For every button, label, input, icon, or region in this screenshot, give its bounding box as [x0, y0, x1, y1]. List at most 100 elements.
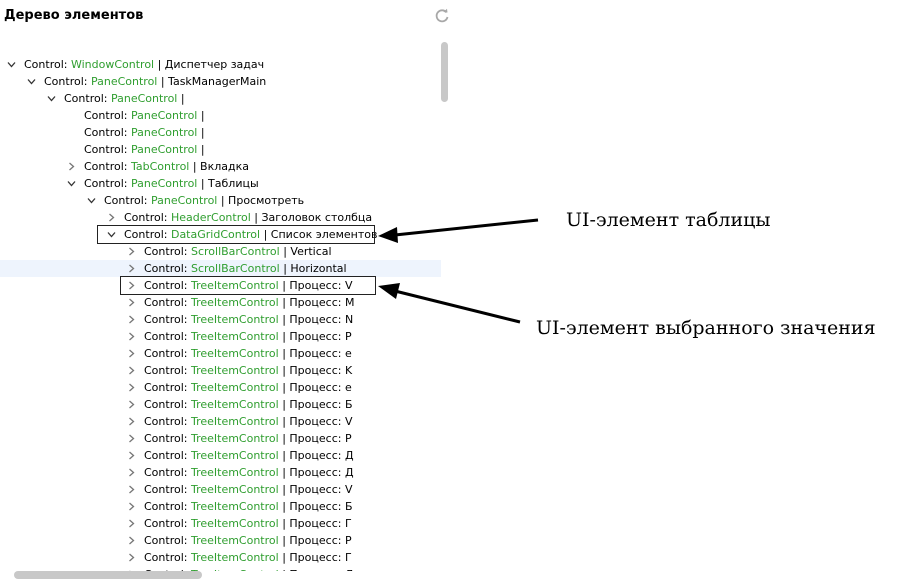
- chevron-right-icon[interactable]: [127, 468, 136, 477]
- arrowhead-value-icon: [378, 283, 400, 299]
- chevron-right-icon[interactable]: [127, 434, 136, 443]
- tree-row[interactable]: Control: TreeItemControl | Процесс: N: [0, 311, 441, 328]
- tree-row[interactable]: Control: TreeItemControl | Процесс: P: [0, 430, 441, 447]
- chevron-right-icon[interactable]: [127, 264, 136, 273]
- tree-row[interactable]: Control: ScrollBarControl | Horizontal: [0, 260, 441, 277]
- tree-row[interactable]: Control: HeaderControl | Заголовок столб…: [0, 209, 441, 226]
- control-name: | Процесс: Д: [278, 449, 354, 462]
- control-type: TreeItemControl: [190, 466, 279, 479]
- chevron-right-icon[interactable]: [67, 162, 76, 171]
- tree-row[interactable]: Control: TreeItemControl | Процесс: P: [0, 532, 441, 549]
- control-name: | Процесс: Д: [279, 568, 353, 571]
- tree-row[interactable]: Control: TreeItemControl | Процесс: Д: [0, 566, 441, 571]
- tree-row[interactable]: Control: TreeItemControl | Процесс: Г: [0, 515, 441, 532]
- tree-row[interactable]: Control: PaneControl |: [0, 107, 441, 124]
- control-type: TreeItemControl: [191, 568, 279, 571]
- tree-row[interactable]: Control: WindowControl | Диспетчер задач: [0, 56, 441, 73]
- chevron-down-icon[interactable]: [27, 77, 36, 86]
- tree-row[interactable]: Control: ScrollBarControl | Vertical: [0, 243, 441, 260]
- arrowhead-table-icon: [378, 227, 398, 243]
- tree-row-label: Control: PaneControl | Таблицы: [84, 175, 259, 192]
- tree-row[interactable]: Control: PaneControl | TaskManagerMain: [0, 73, 441, 90]
- chevron-down-icon[interactable]: [7, 60, 16, 69]
- control-type: TabControl: [130, 160, 190, 173]
- chevron-right-icon[interactable]: [127, 502, 136, 511]
- tree-row[interactable]: Control: DataGridControl | Список элемен…: [0, 226, 441, 243]
- control-prefix: Control:: [144, 279, 191, 292]
- chevron-right-icon[interactable]: [127, 383, 136, 392]
- tree-row[interactable]: Control: TreeItemControl | Процесс: e: [0, 379, 441, 396]
- chevron-right-icon[interactable]: [127, 485, 136, 494]
- chevron-right-icon[interactable]: [127, 281, 136, 290]
- chevron-right-icon[interactable]: [127, 536, 136, 545]
- tree-row[interactable]: Control: TabControl | Вкладка: [0, 158, 441, 175]
- tree-row[interactable]: Control: TreeItemControl | Процесс: P: [0, 328, 441, 345]
- control-prefix: Control:: [144, 398, 191, 411]
- tree-row-label: Control: TabControl | Вкладка: [84, 158, 249, 175]
- chevron-down-icon[interactable]: [87, 196, 96, 205]
- chevron-right-icon[interactable]: [127, 349, 136, 358]
- chevron-right-icon[interactable]: [127, 417, 136, 426]
- vertical-scrollbar-thumb[interactable]: [441, 42, 448, 102]
- control-type: ScrollBarControl: [190, 245, 280, 258]
- tree-row[interactable]: Control: TreeItemControl | Процесс: Д: [0, 464, 441, 481]
- control-prefix: Control:: [144, 415, 191, 428]
- panel-title: Дерево элементов: [4, 8, 144, 23]
- tree-row[interactable]: Control: TreeItemControl | Процесс: M: [0, 294, 441, 311]
- control-type: TreeItemControl: [190, 398, 279, 411]
- control-prefix: Control:: [144, 432, 191, 445]
- chevron-right-icon[interactable]: [107, 213, 116, 222]
- control-name: |: [197, 109, 205, 122]
- chevron-right-icon[interactable]: [127, 247, 136, 256]
- tree-row[interactable]: Control: PaneControl |: [0, 141, 441, 158]
- chevron-right-icon[interactable]: [127, 332, 136, 341]
- chevron-right-icon[interactable]: [127, 451, 136, 460]
- control-type: PaneControl: [90, 75, 158, 88]
- chevron-down-icon[interactable]: [47, 94, 56, 103]
- arrow-to-value: [394, 289, 521, 324]
- tree-row-label: Control: PaneControl |: [84, 124, 205, 141]
- control-name: | Заголовок столбца: [250, 211, 373, 224]
- chevron-right-icon[interactable]: [127, 519, 136, 528]
- tree-row[interactable]: Control: PaneControl |: [0, 90, 441, 107]
- tree-row-label: Control: PaneControl |: [84, 107, 205, 124]
- control-name: | Процесс: N: [278, 313, 354, 326]
- tree-row-label: Control: TreeItemControl | Процесс: P: [144, 328, 352, 345]
- tree-row[interactable]: Control: TreeItemControl | Процесс: Д: [0, 447, 441, 464]
- tree-row-label: Control: TreeItemControl | Процесс: Г: [144, 515, 352, 532]
- chevron-down-icon[interactable]: [67, 179, 76, 188]
- control-prefix: Control:: [144, 296, 191, 309]
- tree-row[interactable]: Control: TreeItemControl | Процесс: Б: [0, 498, 441, 515]
- tree-row[interactable]: Control: TreeItemControl | Процесс: V: [0, 277, 441, 294]
- control-name: | Процесс: P: [278, 432, 352, 445]
- tree-row-label: Control: TreeItemControl | Процесс: Д: [144, 464, 354, 481]
- tree-row[interactable]: Control: TreeItemControl | Процесс: V: [0, 413, 441, 430]
- control-type: TreeItemControl: [190, 330, 279, 343]
- control-prefix: Control:: [84, 177, 131, 190]
- chevron-right-icon[interactable]: [127, 315, 136, 324]
- chevron-right-icon[interactable]: [127, 400, 136, 409]
- control-prefix: Control:: [144, 500, 191, 513]
- tree-row[interactable]: Control: PaneControl | Просмотреть: [0, 192, 441, 209]
- tree-row[interactable]: Control: TreeItemControl | Процесс: Б: [0, 396, 441, 413]
- chevron-right-icon[interactable]: [127, 298, 136, 307]
- chevron-right-icon[interactable]: [127, 553, 136, 562]
- chevron-down-icon[interactable]: [107, 230, 116, 239]
- control-type: HeaderControl: [170, 211, 251, 224]
- tree-row[interactable]: Control: PaneControl |: [0, 124, 441, 141]
- control-name: | Процесс: Б: [278, 500, 353, 513]
- horizontal-scrollbar-thumb[interactable]: [14, 571, 202, 579]
- tree-row-label: Control: WindowControl | Диспетчер задач: [24, 56, 264, 73]
- tree-row[interactable]: Control: TreeItemControl | Процесс: e: [0, 345, 441, 362]
- tree-row[interactable]: Control: TreeItemControl | Процесс: K: [0, 362, 441, 379]
- tree-row[interactable]: Control: TreeItemControl | Процесс: Г: [0, 549, 441, 566]
- control-prefix: Control:: [144, 262, 191, 275]
- control-type: TreeItemControl: [190, 415, 279, 428]
- chevron-right-icon[interactable]: [127, 366, 136, 375]
- refresh-icon[interactable]: [434, 8, 450, 24]
- control-name: | Процесс: Г: [278, 517, 352, 530]
- tree-row[interactable]: Control: PaneControl | Таблицы: [0, 175, 441, 192]
- tree-row[interactable]: Control: TreeItemControl | Процесс: V: [0, 481, 441, 498]
- control-name: | Процесс: e: [278, 347, 352, 360]
- element-tree[interactable]: Control: WindowControl | Диспетчер задач…: [0, 56, 441, 571]
